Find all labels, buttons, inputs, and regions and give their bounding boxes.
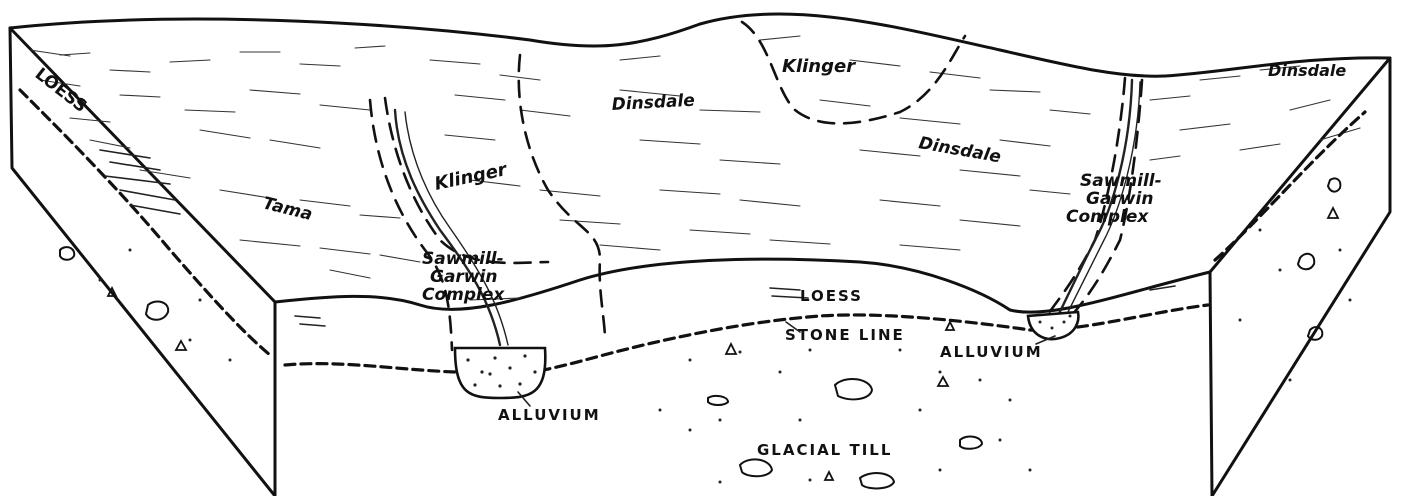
label-glacial-till: GLACIAL TILL [757, 441, 892, 459]
label-dinsdale-right: Dinsdale [1268, 61, 1346, 80]
right-face-stone-line [1215, 112, 1365, 260]
klinger-west-boundary [519, 55, 605, 340]
block-outline [10, 14, 1390, 496]
label-alluvium-right: ALLUVIUM [940, 343, 1043, 361]
label-sawmill-right-2: Garwin [1086, 189, 1153, 209]
alluvium-left-pocket [455, 348, 545, 398]
surface-front-edge [10, 28, 1210, 312]
right-face-outline [1210, 58, 1390, 496]
label-klinger-top: Klinger [782, 56, 856, 77]
labels: LOESS Tama Klinger Sawmill- Garwin Compl… [31, 56, 1346, 459]
label-stone-line: STONE LINE [785, 326, 905, 344]
label-sawmill-left-1: Sawmill- [422, 249, 504, 269]
label-klinger-left: Klinger [433, 159, 510, 195]
label-dinsdale-mid: Dinsdale [611, 91, 695, 115]
surface-back-edge [10, 14, 1390, 76]
label-loess-left: LOESS [31, 64, 91, 117]
label-tama: Tama [261, 193, 315, 225]
label-loess-front: LOESS [800, 287, 863, 305]
label-sawmill-left-2: Garwin [430, 267, 497, 287]
label-sawmill-right-3: Complex [1066, 207, 1149, 227]
till-triangles [108, 208, 1338, 480]
till-dots [99, 229, 1352, 484]
left-drainage-boundary-west [370, 100, 452, 350]
stream-channels [395, 80, 1140, 345]
right-front-vertical [1210, 272, 1212, 496]
label-dinsdale-center: Dinsdale [917, 133, 1002, 167]
loess-marks [100, 150, 1175, 326]
label-alluvium-left: ALLUVIUM [498, 406, 601, 424]
label-sawmill-right-1: Sawmill- [1080, 171, 1162, 191]
label-sawmill-left-3: Complex [422, 285, 505, 305]
